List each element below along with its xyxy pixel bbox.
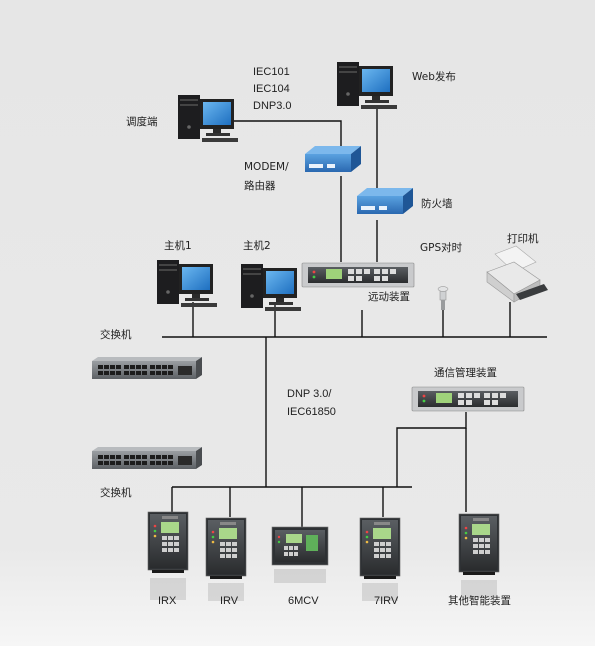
- top-switch-label: 交换机: [100, 329, 132, 341]
- host2-pc-icon: [241, 264, 301, 311]
- bottom-switch-label: 交换机: [100, 487, 132, 499]
- protocol-label-iec104: IEC104: [253, 83, 290, 95]
- gps-label: GPS对时: [420, 242, 463, 254]
- device-label-6mcv: 6MCV: [288, 595, 319, 607]
- connection-lines: [162, 107, 547, 527]
- telecontrol-unit-icon: [301, 262, 415, 288]
- web-server-pc-icon: [337, 62, 397, 109]
- smart-device-icon: [458, 513, 500, 576]
- modem-router-icon: [305, 146, 361, 172]
- host1-label: 主机1: [164, 240, 192, 252]
- telecontrol-label: 远动装置: [368, 291, 410, 303]
- top-switch-icon: [92, 357, 202, 379]
- protocol-label-iec61850: IEC61850: [287, 406, 336, 418]
- dispatch-label: 调度端: [126, 116, 158, 128]
- link-comm-mgmt-bus: [396, 412, 467, 487]
- printer-icon: [486, 245, 548, 303]
- device-label-irv: IRV: [220, 595, 239, 607]
- floor-reflections: [150, 569, 497, 601]
- protocol-label-dnp3: DNP 3.0/: [287, 388, 332, 400]
- bottom-switch-icon: [92, 447, 202, 469]
- link-dispatch-modem: [233, 120, 342, 147]
- 6mcv-unit-icon: [271, 526, 329, 566]
- device-label-irx: IRX: [158, 595, 177, 607]
- printer-label: 打印机: [507, 233, 539, 245]
- firewall-label: 防火墙: [421, 198, 453, 210]
- host2-label: 主机2: [243, 240, 271, 252]
- comm-mgmt-unit-icon: [411, 386, 525, 412]
- 7irv-relay-icon: [359, 517, 401, 580]
- dispatch-pc-icon: [178, 95, 238, 142]
- gps-antenna-icon: [437, 286, 449, 310]
- protocol-label-iec101: IEC101: [253, 66, 290, 78]
- modem-label-line2: 路由器: [244, 180, 276, 192]
- irx-relay-icon: [147, 511, 189, 574]
- device-label-smart: 其他智能装置: [448, 595, 511, 607]
- comm-mgmt-label: 通信管理装置: [434, 367, 497, 379]
- protocol-label-dnp30: DNP3.0: [253, 100, 292, 112]
- modem-label-line1: MODEM/: [244, 161, 289, 173]
- web-publish-label: Web发布: [412, 71, 456, 83]
- irv-relay-icon: [205, 517, 247, 580]
- host1-pc-icon: [157, 260, 217, 307]
- device-label-7irv: 7IRV: [374, 595, 399, 607]
- firewall-icon: [357, 188, 413, 214]
